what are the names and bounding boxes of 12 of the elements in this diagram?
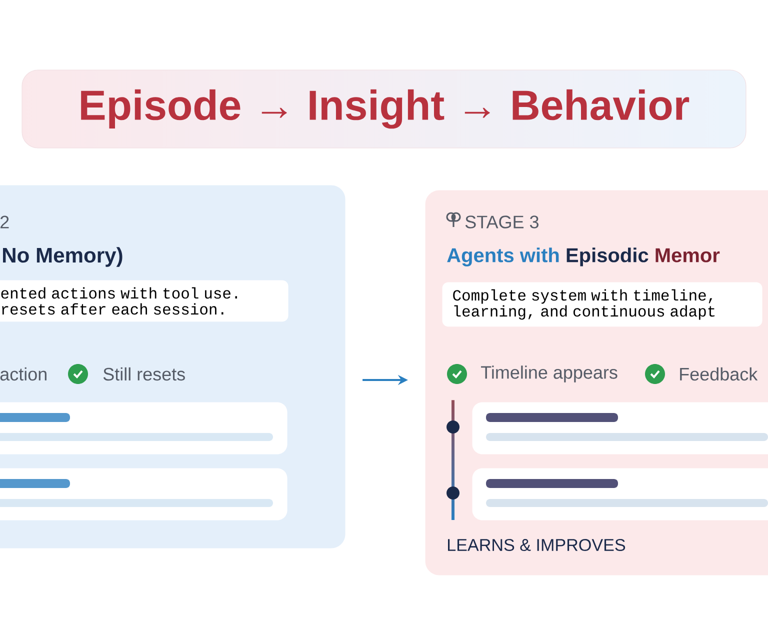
stage-label: STAGE 3 [465, 216, 538, 228]
title-banner: Episode → Insight → Behavior [22, 70, 746, 148]
feature-text: Feedback [680, 367, 758, 381]
feature-text: Still resets [103, 367, 185, 381]
card-title: Agents with Episodic Memor [447, 248, 720, 266]
feature-text: Timeline appears [481, 366, 618, 382]
footer-text: LEARNS & IMPROVES [448, 538, 626, 552]
stage-label: 2 [0, 216, 9, 228]
description-box: Complete system with timeline, learning, and continuous adapt [442, 282, 762, 327]
description-box: ented actions with tool use. resets after each session. [0, 280, 288, 322]
feature-text: action [0, 367, 46, 381]
card-title: No Memory) [3, 247, 122, 267]
